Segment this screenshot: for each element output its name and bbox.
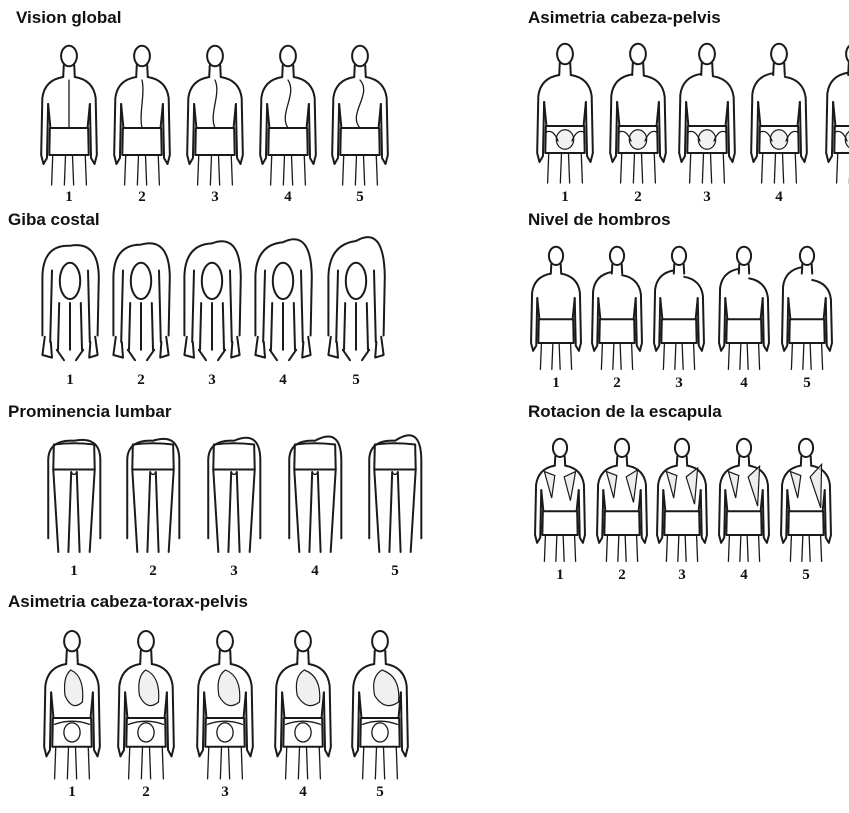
grade-label: 1 <box>60 372 80 389</box>
panel-title: Giba costal <box>8 210 100 230</box>
grade-label: 1 <box>62 784 82 801</box>
grade-label: 3 <box>672 567 692 584</box>
grade-label: 5 <box>346 372 366 389</box>
grade-label: 4 <box>305 563 325 580</box>
grade-label: 3 <box>202 372 222 389</box>
body-figure-2 <box>117 622 175 782</box>
body-figure-3 <box>206 432 262 557</box>
grade-label: 4 <box>769 189 789 206</box>
body-figure-1 <box>536 36 594 186</box>
grade-label: 2 <box>607 375 627 392</box>
grade-label: 3 <box>215 784 235 801</box>
panel-title: Asimetria cabeza-pelvis <box>528 8 721 28</box>
grade-label: 4 <box>273 372 293 389</box>
body-figure-5 <box>825 36 849 186</box>
grade-label: 1 <box>550 567 570 584</box>
body-figure-3 <box>196 622 254 782</box>
body-figure-3 <box>678 36 736 186</box>
body-figure-4 <box>287 432 343 557</box>
grade-label: 1 <box>546 375 566 392</box>
body-figure-4 <box>259 38 317 188</box>
panel-title: Asimetria cabeza-torax-pelvis <box>8 592 248 612</box>
grade-label: 1 <box>64 563 84 580</box>
body-figure-2 <box>591 240 643 372</box>
body-figure-4 <box>274 622 332 782</box>
grade-label: 3 <box>697 189 717 206</box>
body-figure-4 <box>718 432 770 564</box>
panel-title: Rotacion de la escapula <box>528 402 722 422</box>
grade-label: 4 <box>293 784 313 801</box>
grade-label: 1 <box>555 189 575 206</box>
body-figure-4 <box>253 238 313 368</box>
grade-label: 4 <box>734 567 754 584</box>
panel-title: Nivel de hombros <box>528 210 671 230</box>
body-figure-4 <box>750 36 808 186</box>
body-figure-3 <box>186 38 244 188</box>
body-figure-2 <box>609 36 667 186</box>
grade-label: 2 <box>132 189 152 206</box>
panel-title: Prominencia lumbar <box>8 402 171 422</box>
grade-label: 5 <box>385 563 405 580</box>
body-figure-2 <box>111 238 171 368</box>
grade-label: 5 <box>350 189 370 206</box>
body-figure-2 <box>125 432 181 557</box>
grade-label: 5 <box>797 375 817 392</box>
body-figure-5 <box>326 238 386 368</box>
grade-label: 3 <box>224 563 244 580</box>
grade-label: 4 <box>278 189 298 206</box>
grade-label: 5 <box>844 189 849 206</box>
body-figure-4 <box>718 240 770 372</box>
body-figure-3 <box>653 240 705 372</box>
body-figure-5 <box>331 38 389 188</box>
grade-label: 5 <box>796 567 816 584</box>
body-figure-5 <box>351 622 409 782</box>
body-figure-1 <box>40 38 98 188</box>
grade-label: 5 <box>370 784 390 801</box>
body-figure-3 <box>182 238 242 368</box>
body-figure-1 <box>46 432 102 557</box>
body-figure-2 <box>113 38 171 188</box>
body-figure-5 <box>781 240 833 372</box>
body-figure-2 <box>596 432 648 564</box>
grade-label: 2 <box>136 784 156 801</box>
grade-label: 2 <box>131 372 151 389</box>
grade-label: 4 <box>734 375 754 392</box>
grade-label: 3 <box>669 375 689 392</box>
body-figure-1 <box>43 622 101 782</box>
body-figure-1 <box>530 240 582 372</box>
panel-title: Vision global <box>16 8 121 28</box>
body-figure-1 <box>534 432 586 564</box>
grade-label: 2 <box>143 563 163 580</box>
grade-label: 2 <box>612 567 632 584</box>
grade-label: 2 <box>628 189 648 206</box>
grade-label: 3 <box>205 189 225 206</box>
body-figure-5 <box>367 432 423 557</box>
body-figure-5 <box>780 432 832 564</box>
grade-label: 1 <box>59 189 79 206</box>
body-figure-1 <box>40 238 100 368</box>
body-figure-3 <box>656 432 708 564</box>
